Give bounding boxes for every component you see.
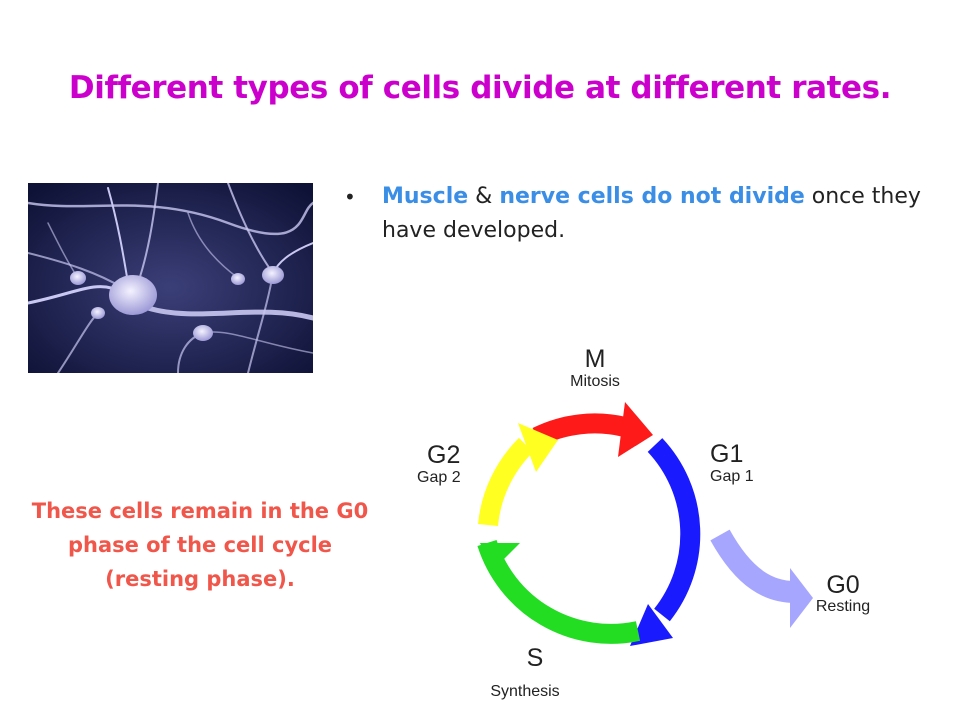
neuron-image [28, 183, 313, 373]
nerve-term: nerve cells do not divide [499, 184, 805, 209]
label-resting: Resting [816, 598, 870, 615]
g1-arrow [630, 438, 701, 646]
label-g1: G1 [710, 440, 743, 468]
g0-arrow [710, 529, 813, 628]
slide-title: Different types of cells divide at diffe… [68, 70, 892, 106]
s-arrow [477, 539, 641, 644]
label-gap1: Gap 1 [710, 468, 754, 485]
bullet-rest: once they have developed. [382, 184, 921, 243]
label-m: M [585, 345, 606, 373]
g2-arrow [478, 423, 558, 527]
muscle-term: Muscle [382, 184, 469, 209]
m-arrow [532, 402, 653, 457]
bullet-dot: • [344, 185, 356, 209]
label-g0: G0 [826, 571, 859, 599]
ampersand: & [468, 184, 500, 209]
bullet-text: Muscle & nerve cells do not divide once … [382, 180, 922, 248]
label-synthesis: Synthesis [490, 683, 559, 700]
cell-cycle-diagram: M Mitosis G1 Gap 1 S Synthesis G2 Gap 2 … [417, 345, 870, 700]
label-gap2: Gap 2 [417, 469, 461, 486]
g0-note: These cells remain in the G0 phase of th… [31, 499, 369, 591]
label-s: S [527, 644, 544, 672]
label-mitosis: Mitosis [570, 373, 620, 390]
label-g2: G2 [427, 441, 460, 469]
